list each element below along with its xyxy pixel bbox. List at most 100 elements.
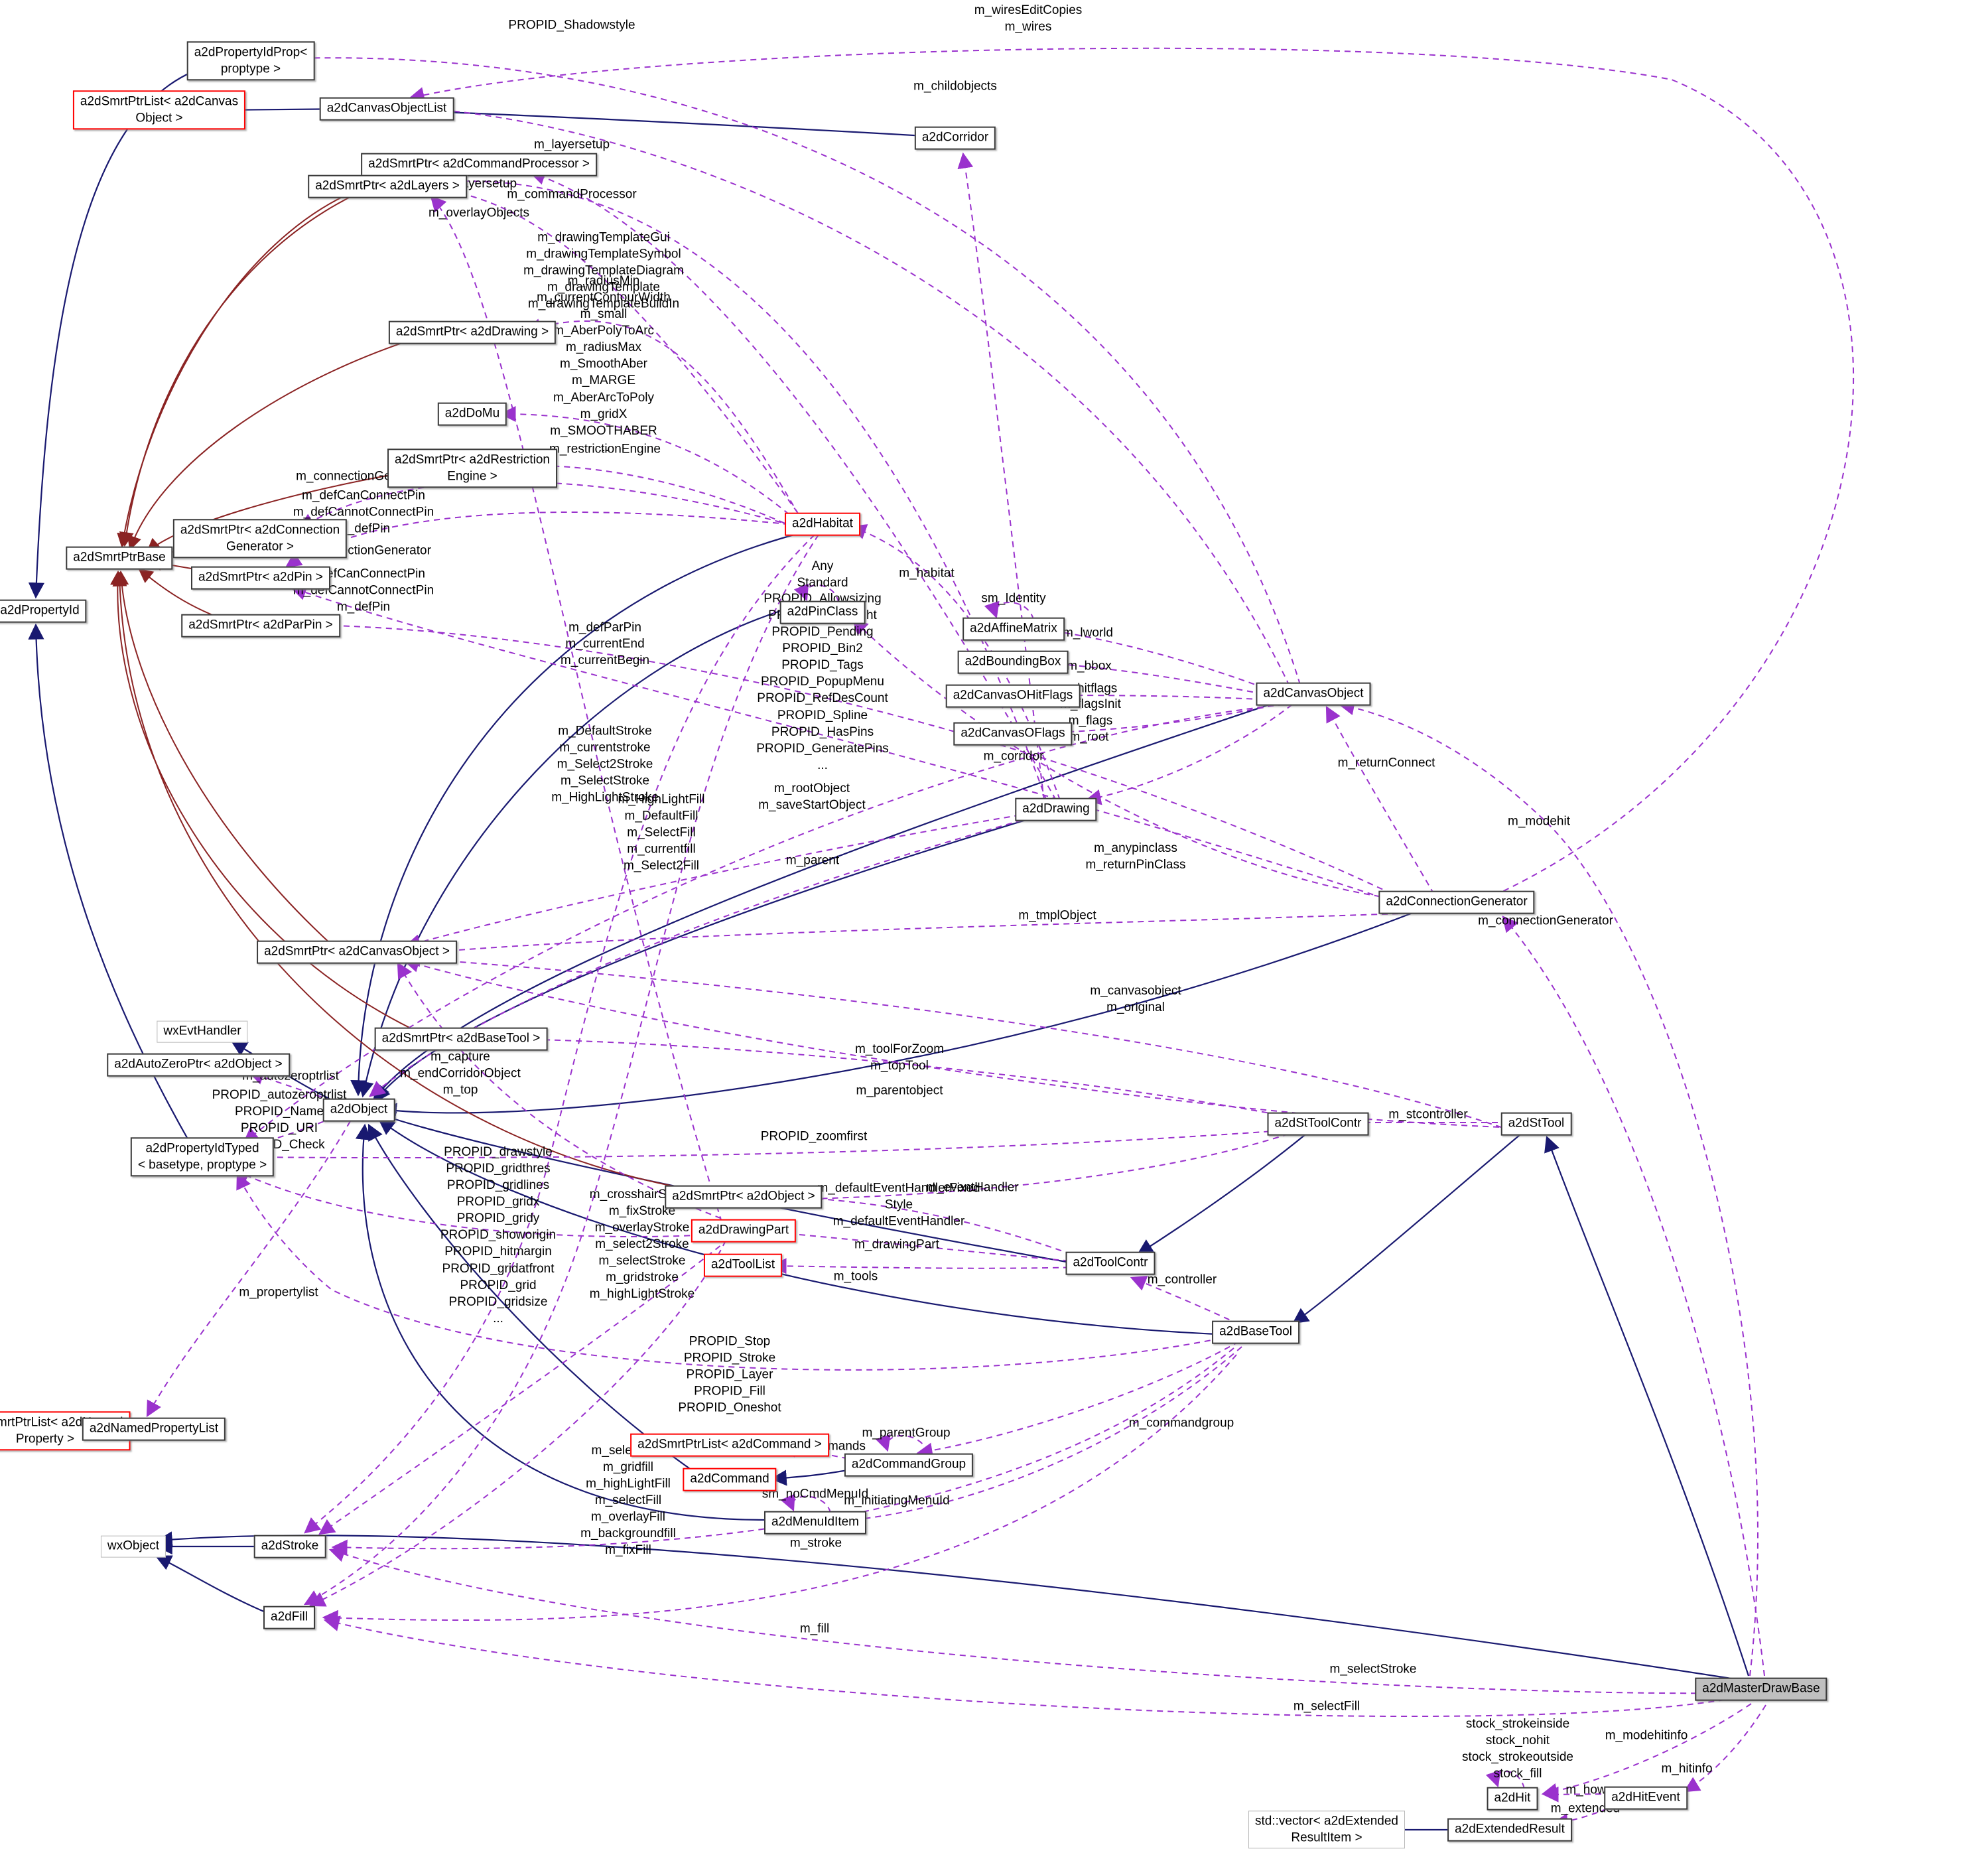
class-node-canvas-oflags[interactable]: a2dCanvasOFlags <box>953 722 1073 746</box>
class-node-menuiditem[interactable]: a2dMenuIdItem <box>763 1511 867 1535</box>
edge-label: m_returnConnect <box>1337 756 1435 770</box>
class-node-smrtptr-parpin[interactable]: a2dSmrtPtr< a2dParPin > <box>181 614 340 638</box>
edge-label: m_currentEnd m_currentBegin <box>560 636 650 667</box>
class-node-masterdrawbase[interactable]: a2dMasterDrawBase <box>1695 1677 1827 1701</box>
edge-label: m_hitinfo <box>1661 1761 1713 1776</box>
class-node-canvas-object-list[interactable]: a2dCanvasObjectList <box>319 97 454 121</box>
class-node-smrtptr-pin[interactable]: a2dSmrtPtr< a2dPin > <box>191 566 330 590</box>
edge-label: m_commandProcessor <box>507 187 637 202</box>
class-node-commandgroup[interactable]: a2dCommandGroup <box>844 1453 974 1477</box>
class-node-command[interactable]: a2dCommand <box>683 1468 777 1491</box>
class-node-boundingbox[interactable]: a2dBoundingBox <box>957 650 1069 674</box>
edge-label: PROPID_Shadowstyle <box>508 18 635 33</box>
class-node-extendedresult[interactable]: a2dExtendedResult <box>1447 1818 1572 1842</box>
edge-label: m_modehitinfo <box>1605 1728 1688 1743</box>
edge-label: m_controller <box>1147 1272 1217 1287</box>
class-node-property-id-typed[interactable]: a2dPropertyIdTyped < basetype, proptype … <box>130 1137 275 1177</box>
edge-label: m_HighLightFill m_DefaultFill m_SelectFi… <box>618 792 705 873</box>
edge-label: m_propertylist <box>239 1285 318 1300</box>
edge-label: m_overlayObjects <box>428 206 530 220</box>
class-node-smrtptr-canvasobject[interactable]: a2dSmrtPtr< a2dCanvasObject > <box>257 940 457 964</box>
edge-label: m_defParPin <box>568 620 641 635</box>
class-node-sttool[interactable]: a2dStTool <box>1500 1112 1572 1136</box>
class-node-sttoolcontr[interactable]: a2dStToolContr <box>1267 1112 1369 1136</box>
edge-label: m_parent <box>785 853 840 868</box>
class-node-smrtptr-basetool[interactable]: a2dSmrtPtr< a2dBaseTool > <box>374 1027 548 1051</box>
class-node-wxevthandler[interactable]: wxEvtHandler <box>157 1020 248 1043</box>
edge-label: PROPID_Stop PROPID_Stroke PROPID_Layer P… <box>678 1334 781 1415</box>
edge-label: m_layersetup <box>533 137 610 152</box>
edge-label: m_eventHandler <box>926 1180 1019 1195</box>
edge-label: m_selectStroke <box>1329 1662 1417 1677</box>
edge-label: m_connectionGenerator <box>1478 914 1613 928</box>
class-node-hitevent[interactable]: a2dHitEvent <box>1604 1786 1688 1810</box>
class-node-smrtptr-object[interactable]: a2dSmrtPtr< a2dObject > <box>665 1185 823 1209</box>
class-node-property-id[interactable]: a2dPropertyId <box>0 599 87 623</box>
class-node-smrtptrlist-canvasobject[interactable]: a2dSmrtPtrList< a2dCanvas Object > <box>72 90 246 130</box>
class-node-namedpropertylist[interactable]: a2dNamedPropertyList <box>82 1417 226 1441</box>
class-node-stdvector-extendedresult[interactable]: std::vector< a2dExtended ResultItem > <box>1248 1811 1406 1849</box>
class-node-smrtptr-layers[interactable]: a2dSmrtPtr< a2dLayers > <box>308 174 467 198</box>
edge-label: m_stcontroller <box>1388 1107 1468 1122</box>
class-node-connection-generator[interactable]: a2dConnectionGenerator <box>1378 890 1535 914</box>
edge-label: m_commandgroup <box>1128 1416 1234 1430</box>
edge-label: stock_strokeinside stock_nohit stock_str… <box>1462 1716 1573 1781</box>
edge-label: m_select2Fill m_gridfill m_highLightFill… <box>580 1444 676 1558</box>
edge-label: m_selectFill <box>1293 1699 1360 1714</box>
class-node-drawingpart[interactable]: a2dDrawingPart <box>691 1219 797 1243</box>
usage-edges <box>146 47 1855 1830</box>
edge-label: m_modehit <box>1508 814 1570 829</box>
edge-label: m_radiusMin m_currentContourWidth m_smal… <box>537 274 671 454</box>
class-node-object[interactable]: a2dObject <box>322 1098 395 1122</box>
edge-label: m_wiresEditCopies m_wires <box>974 3 1083 34</box>
class-node-basetool[interactable]: a2dBaseTool <box>1212 1320 1299 1344</box>
edge-label: m_stroke <box>789 1536 842 1550</box>
class-node-drawing[interactable]: a2dDrawing <box>1015 797 1097 821</box>
edge-label: m_defaultEventHandlerFixed Style m_defau… <box>817 1181 980 1229</box>
edge-label: m_corridor <box>983 749 1044 764</box>
edge-label: sm_Identity <box>981 591 1046 606</box>
class-node-habitat[interactable]: a2dHabitat <box>785 512 860 536</box>
class-node-smrtptrlist-command[interactable]: a2dSmrtPtrList< a2dCommand > <box>630 1433 829 1457</box>
edge-label: m_defCanConnectPin m_defCannotConnectPin… <box>293 567 434 614</box>
edge-label: m_childobjects <box>913 79 997 94</box>
edge-label: m_tools <box>833 1269 878 1284</box>
class-node-smrtptrbase[interactable]: a2dSmrtPtrBase <box>66 546 173 570</box>
class-node-toollist[interactable]: a2dToolList <box>703 1253 783 1277</box>
class-node-affinematrix[interactable]: a2dAffineMatrix <box>962 617 1065 641</box>
class-node-pinclass[interactable]: a2dPinClass <box>779 600 866 624</box>
edge-label: PROPID_drawstyle PROPID_gridthres PROPID… <box>440 1145 557 1326</box>
class-node-canvasobject[interactable]: a2dCanvasObject <box>1256 682 1371 706</box>
class-node-fill[interactable]: a2dFill <box>263 1606 315 1629</box>
edge-label: m_capture m_endCorridorObject m_top <box>400 1050 521 1097</box>
class-node-smrtptr-drawing[interactable]: a2dSmrtPtr< a2dDrawing > <box>388 320 557 344</box>
edge-label: m_drawingPart <box>854 1237 939 1252</box>
class-node-toolcontr[interactable]: a2dToolContr <box>1065 1251 1156 1275</box>
class-node-smrtptr-commandprocessor[interactable]: a2dSmrtPtr< a2dCommandProcessor > <box>361 153 597 176</box>
edge-label: Any Standard <box>797 559 848 590</box>
class-node-hit[interactable]: a2dHit <box>1487 1787 1538 1811</box>
edge-label: m_canvasobject m_original <box>1090 983 1181 1014</box>
edge-label: m_initiatingMenuId <box>844 1493 950 1508</box>
class-node-corridor[interactable]: a2dCorridor <box>914 126 996 150</box>
edge-label: m_parentGroup <box>862 1426 951 1440</box>
class-node-autozeroptr-object[interactable]: a2dAutoZeroPtr< a2dObject > <box>107 1053 290 1077</box>
class-node-smrtptr-connectiongenerator[interactable]: a2dSmrtPtr< a2dConnection Generator > <box>172 519 348 559</box>
class-node-stroke[interactable]: a2dStroke <box>253 1535 326 1558</box>
edge-label: m_tmplObject <box>1018 908 1096 923</box>
class-node-smrtptr-restriction[interactable]: a2dSmrtPtr< a2dRestriction Engine > <box>387 448 557 488</box>
class-node-wxobject[interactable]: wxObject <box>100 1535 166 1558</box>
edge-label: m_how <box>1565 1783 1607 1797</box>
edge-label: m_toolForZoom m_topTool <box>854 1042 945 1073</box>
edge-label: m_defCanConnectPin m_defCannotConnectPin… <box>293 488 434 536</box>
class-node-domu[interactable]: a2dDoMu <box>437 402 507 426</box>
edge-label: m_root <box>1069 730 1109 744</box>
edge-label: m_bbox <box>1067 659 1112 673</box>
class-node-property-id-prop[interactable]: a2dPropertyIdProp< proptype > <box>186 41 315 81</box>
class-node-canvas-ohitflags[interactable]: a2dCanvasOHitFlags <box>945 684 1081 708</box>
edge-label: m_extended <box>1550 1801 1621 1816</box>
edge-label: PROPID_zoomfirst <box>760 1129 868 1144</box>
edge-label: m_rootObject m_saveStartObject <box>758 781 866 812</box>
